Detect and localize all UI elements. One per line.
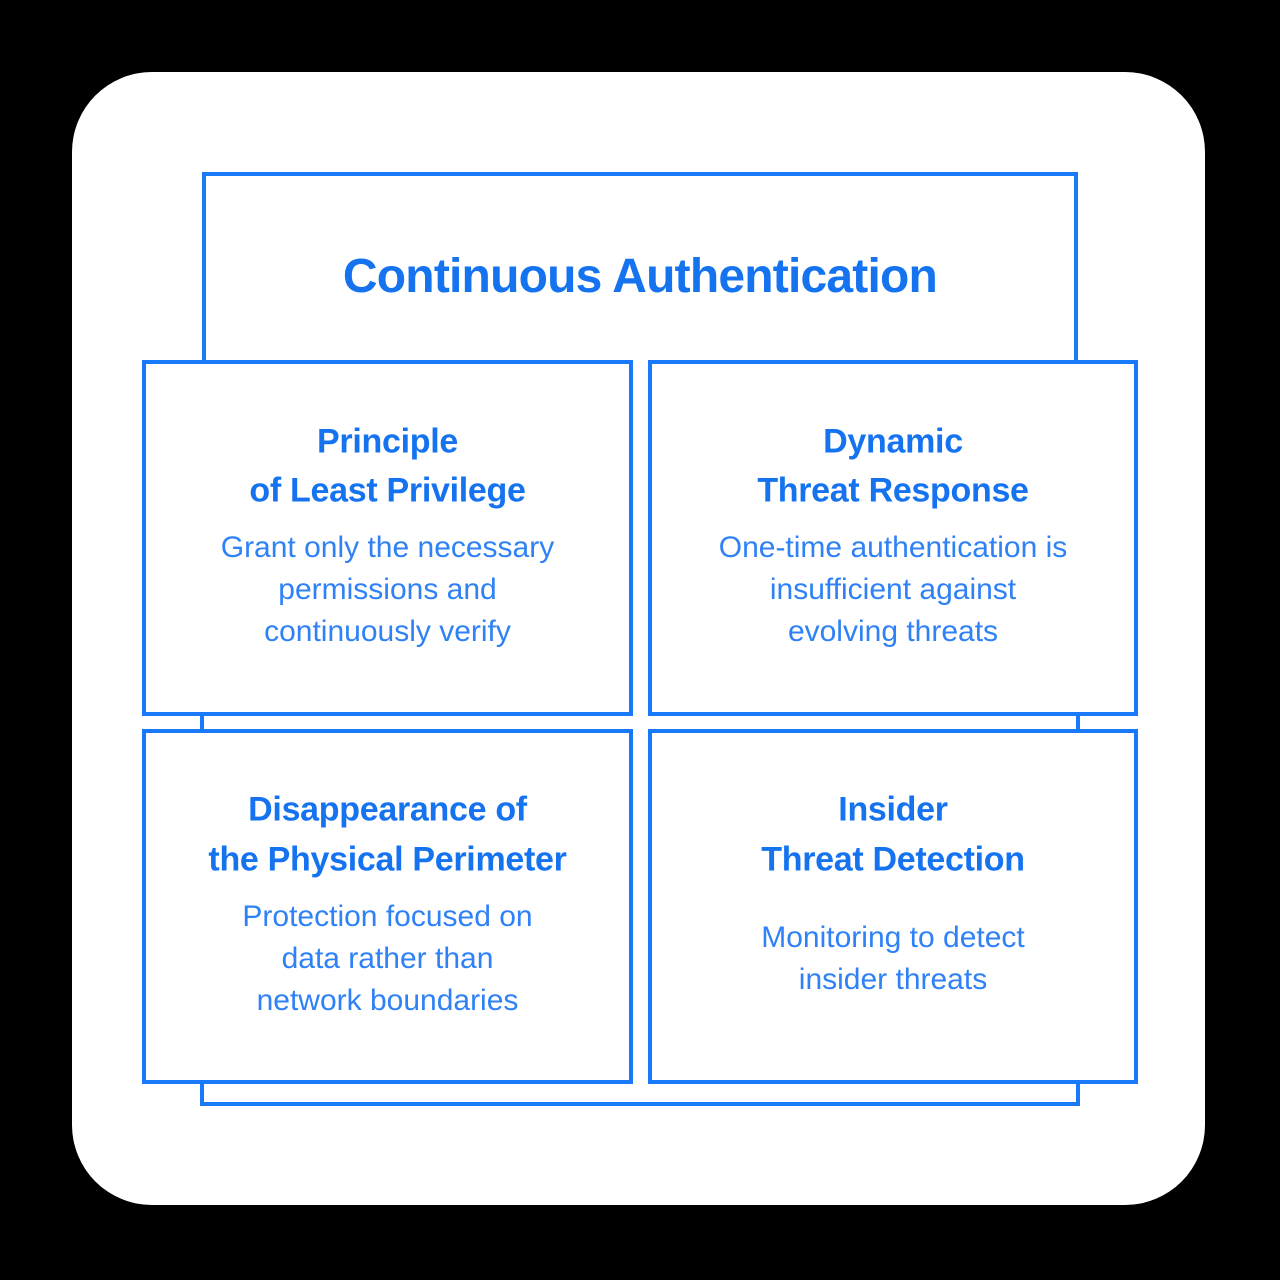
node-heading: Dynamic Threat Response [757,422,1029,510]
node-dynamic-threat-response: Dynamic Threat Response One-time authent… [648,360,1138,716]
node-heading: Principle of Least Privilege [249,422,526,510]
connector-right-mid [1076,712,1080,731]
connector-left-mid [200,712,204,731]
node-body: Monitoring to detect insider threats [761,920,1025,996]
title-node-continuous-authentication: Continuous Authentication [202,172,1078,360]
node-body: One-time authentication is insufficient … [718,531,1068,649]
connector-bottom-bracket [200,1082,1080,1106]
title-label: Continuous Authentication [342,249,938,303]
diagram-card [72,72,1205,1205]
node-disappearance-of-the-physical-perimeter: Disappearance of the Physical Perimeter … [142,729,633,1084]
node-body: Protection focused on data rather than n… [242,899,533,1017]
node-principle-of-least-privilege: Principle of Least Privilege Grant only … [142,360,633,716]
node-body: Grant only the necessary permissions and… [220,531,555,649]
node-heading: Disappearance of the Physical Perimeter [208,791,567,879]
node-heading: Insider Threat Detection [761,791,1025,879]
node-insider-threat-detection: Insider Threat Detection Monitoring to d… [648,729,1138,1084]
